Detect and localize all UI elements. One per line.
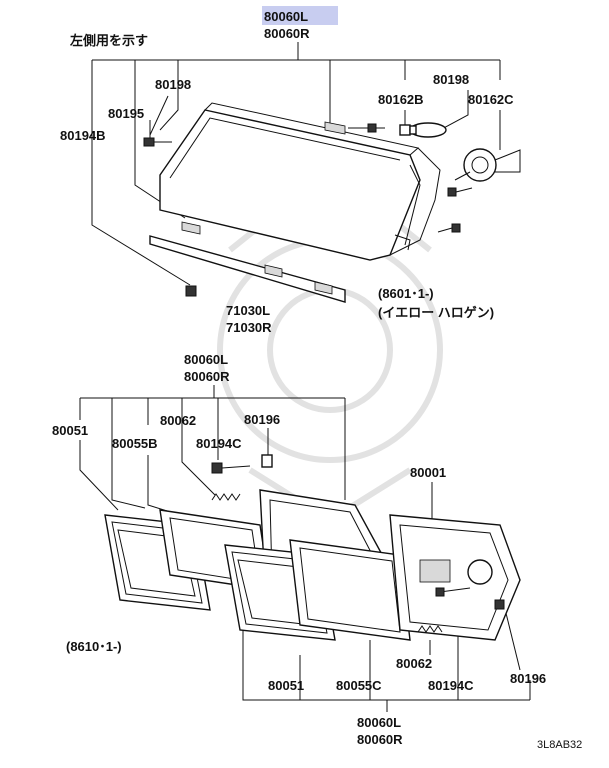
upper-assembly-label-l: 80060L (264, 9, 308, 24)
upper-variant-note: (イエロー ハロゲン) (378, 305, 494, 320)
bulb-80162c-label: 80162C (468, 92, 514, 107)
bulb-80162c (454, 148, 521, 182)
bulb-80162b-label: 80162B (378, 92, 424, 107)
trim-71030l-label: 71030L (226, 303, 270, 318)
sealed-beam-80055c (289, 539, 411, 641)
lower-assembly-bottom-label-l: 80060L (357, 715, 401, 730)
housing-80001 (389, 514, 521, 641)
nut-80196-top-label: 80196 (244, 412, 280, 427)
bulb-80162b (399, 122, 447, 138)
lower-model-note: (8610･1-) (66, 639, 122, 654)
rim-80051-top-label: 80051 (52, 423, 88, 438)
headlamp-unit (159, 102, 441, 261)
ring-80055b-label: 80055B (112, 436, 158, 451)
lower-assembly-top-label-l: 80060L (184, 352, 228, 367)
housing-80001-label: 80001 (410, 465, 446, 480)
screw-80195-label: 80195 (108, 106, 144, 121)
bolt-80194b-label: 80194B (60, 128, 106, 143)
upper-assembly-label-r: 80060R (264, 26, 310, 41)
screw-80194c-top-label: 80194C (196, 436, 242, 451)
nut-80196-bottom-label: 80196 (510, 671, 546, 686)
lower-assembly-top-label-r: 80060R (184, 369, 230, 384)
bolt-80198-left-label: 80198 (155, 77, 191, 92)
spring-80062-top (211, 454, 273, 501)
ring-80055c-label: 80055C (336, 678, 382, 693)
bolt-80198-lower (437, 187, 473, 233)
lower-assembly: 80060L 80060R 80051 80055B 80062 80194C … (52, 352, 582, 751)
spring-80062-bottom (417, 625, 443, 633)
bolt-80198-right-label: 80198 (433, 72, 469, 87)
spring-80062-top-label: 80062 (160, 413, 196, 428)
left-side-note: 左側用を示す (70, 33, 148, 48)
upper-assembly: 80060L 80060R 左側用を示す 80198 80195 80194B … (60, 6, 521, 335)
lower-assembly-bottom-label-r: 80060R (357, 732, 403, 747)
figure-code: 3L8AB32 (537, 739, 582, 751)
screw-80195 (143, 137, 172, 147)
trim-71030r-label: 71030R (226, 320, 272, 335)
upper-model-note: (8601･1-) (378, 286, 434, 301)
bolt-80198-right (348, 123, 377, 133)
nut-80196-bottom (494, 599, 505, 610)
rim-80051-bottom-label: 80051 (268, 678, 304, 693)
part-number-highlight (262, 6, 338, 25)
spring-80062-bottom-label: 80062 (396, 656, 432, 671)
trim-strip-71030 (149, 221, 346, 303)
screw-80194c-bottom-label: 80194C (428, 678, 474, 693)
